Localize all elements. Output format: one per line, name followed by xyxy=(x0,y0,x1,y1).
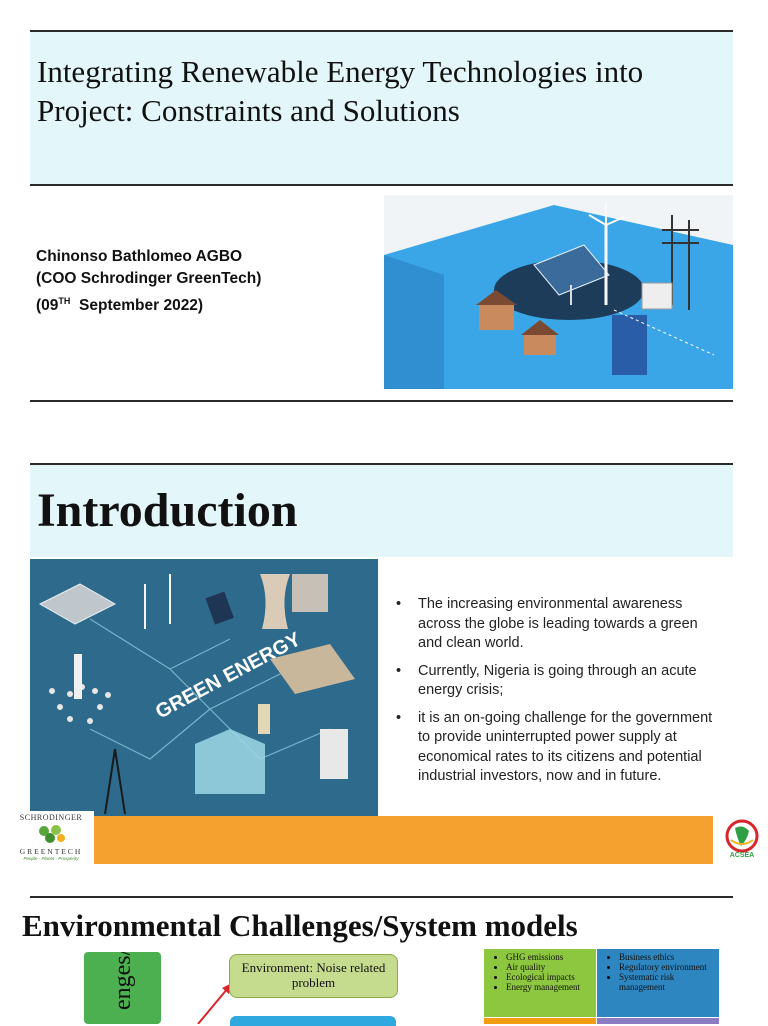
slide1-mid-rule xyxy=(30,184,733,186)
bullet-item: •Currently, Nigeria is going through an … xyxy=(396,662,697,699)
slide3-title: Environmental Challenges/System models xyxy=(22,908,578,943)
esg-grid: GHG emissions Air quality Ecological imp… xyxy=(484,949,719,1024)
grid-cell-environment: GHG emissions Air quality Ecological imp… xyxy=(484,949,596,1017)
slide1-title: Integrating Renewable Energy Technologie… xyxy=(37,54,644,128)
slide2-top-rule xyxy=(30,463,733,465)
slide1-author-block: Chinonso Bathlomeo AGBO (COO Schrodinger… xyxy=(36,246,261,317)
author-role: (COO Schrodinger GreenTech) xyxy=(36,270,262,287)
green-energy-illustration: GREEN ENERGY xyxy=(30,559,378,816)
intro-bullet-list: •The increasing environmental awareness … xyxy=(394,595,724,795)
slide2-footer-bar xyxy=(90,816,713,864)
slide2-title: Introduction xyxy=(37,484,298,537)
slide1-top-rule xyxy=(30,30,733,32)
bullet-item: •The increasing environmental awareness … xyxy=(396,596,698,651)
schrodinger-greentech-logo: SCHRODINGER GREENTECH People · Planet · … xyxy=(8,811,94,867)
slide3-top-rule xyxy=(30,896,733,898)
slide2-title-box: Introduction xyxy=(30,465,733,557)
blue-box xyxy=(230,1016,396,1026)
challenges-green-box: enges/ xyxy=(84,952,161,1024)
slide1-bottom-rule xyxy=(30,400,733,402)
acsea-logo: ACSEA xyxy=(716,816,768,866)
noise-problem-box: Environment: Noise related problem xyxy=(229,954,398,998)
bullet-item: •it is an on-going challenge for the gov… xyxy=(396,709,713,785)
grid-cell-governance: Business ethics Regulatory environment S… xyxy=(597,949,719,1017)
renewable-energy-illustration xyxy=(384,195,733,389)
grid-cell-other xyxy=(597,1018,719,1024)
author-name: Chinonso Bathlomeo AGBO xyxy=(36,248,243,265)
presentation-date: (09TH September 2022) xyxy=(36,296,204,315)
slide1-title-box: Integrating Renewable Energy Technologie… xyxy=(30,32,733,184)
grid-cell-social xyxy=(484,1018,596,1024)
